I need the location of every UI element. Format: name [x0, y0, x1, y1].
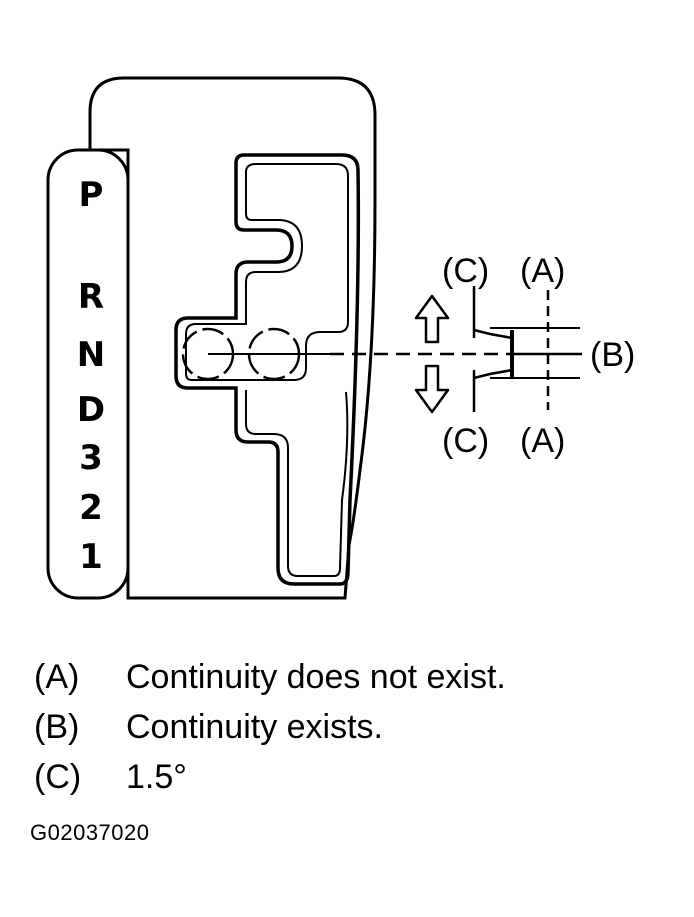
callout-bottom-c: (C) [442, 422, 489, 460]
legend-text: 1.5° [126, 758, 187, 796]
callout-bottom-a: (A) [520, 422, 565, 460]
gear-p: P [79, 175, 104, 215]
gear-n: N [77, 335, 105, 375]
gear-3: 3 [79, 438, 103, 478]
callout-top-a: (A) [520, 252, 565, 290]
legend-row-a: (A) Continuity does not exist. [34, 652, 674, 702]
contact-taper-bottom [473, 368, 513, 380]
legend-key: (C) [34, 758, 82, 796]
gear-1: 1 [79, 537, 103, 577]
shift-housing [88, 76, 377, 600]
arrow-down-icon [414, 364, 450, 414]
legend-key: (B) [34, 708, 80, 746]
legend-row-b: (B) Continuity exists. [34, 702, 674, 752]
contact-taper-top [473, 328, 513, 340]
gate-slot-inner [185, 163, 349, 381]
gear-d: D [77, 390, 105, 430]
legend: (A) Continuity does not exist. (B) Conti… [34, 652, 674, 802]
legend-text: Continuity exists. [126, 708, 383, 746]
shift-gate-diagram: P R N D 3 2 1 (C) (A) (B) (C) (A) [46, 76, 635, 600]
callout-b: (B) [590, 336, 635, 374]
gear-indicator-plate [46, 148, 130, 600]
legend-text: Continuity does not exist. [126, 658, 506, 696]
arrow-up-icon [414, 294, 450, 344]
gear-r: R [78, 277, 104, 317]
legend-key: (A) [34, 658, 80, 696]
figure-code: G02037020 [30, 820, 150, 845]
gear-2: 2 [79, 488, 103, 528]
legend-row-c: (C) 1.5° [34, 752, 674, 802]
callout-top-c: (C) [442, 252, 489, 290]
gate-slot-outer [174, 153, 361, 586]
gate-slot-lower-inner [245, 390, 349, 577]
